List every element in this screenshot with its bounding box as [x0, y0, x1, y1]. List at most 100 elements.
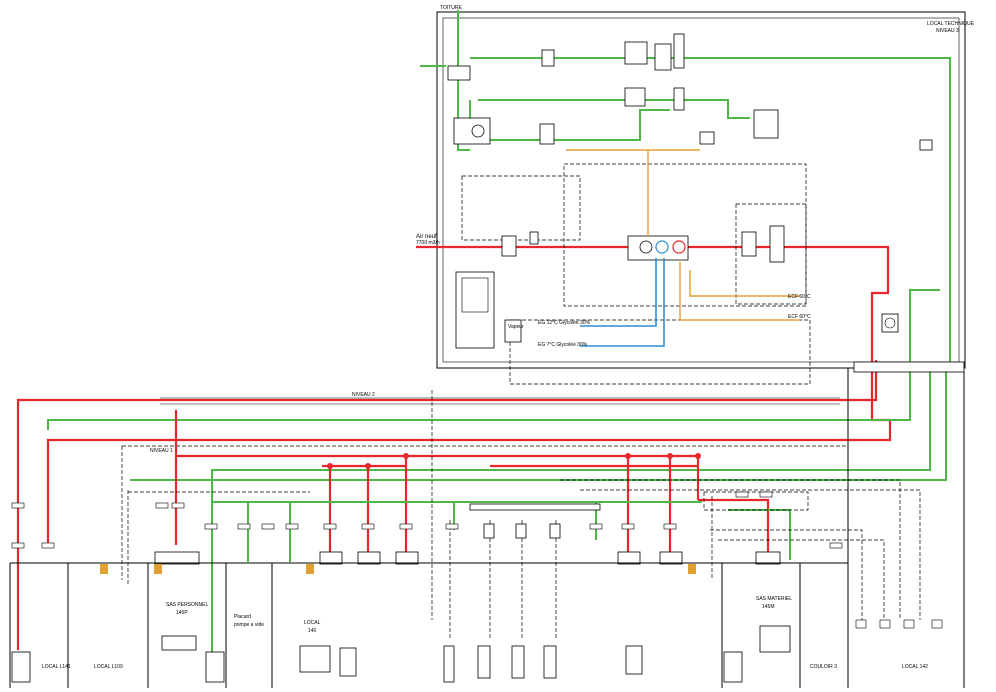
eg-glycol-label-1: EG 12°C Glycolée 30%	[538, 320, 591, 326]
terminal-fan-unit	[881, 313, 899, 333]
control-wire-3	[560, 479, 901, 620]
supply-junction-6	[695, 453, 701, 459]
control-panel-sas-materiel	[759, 625, 791, 653]
supply-drop-sas-materiel	[698, 498, 770, 555]
register-tag-1	[237, 523, 251, 530]
exhaust-fan-box	[447, 65, 471, 81]
hot-water-return-line	[679, 262, 800, 321]
fume-hood-2	[477, 645, 491, 679]
register-tag-8	[589, 523, 603, 530]
control-zone-main	[563, 163, 807, 307]
fan-unit-mid	[624, 87, 646, 107]
register-tag-10	[663, 523, 677, 530]
placard-label: Placard	[234, 614, 251, 620]
control-zone-sas-materiel	[703, 491, 809, 511]
niveau3-label: NIVEAU 3	[936, 28, 959, 34]
diffuser-sas-materiel	[755, 551, 781, 565]
ceiling-unit-l109	[100, 564, 108, 574]
supply-branch-main	[174, 410, 698, 458]
supply-junction-5	[667, 453, 673, 459]
sas-materiel-label: SAS MATERIEL	[756, 596, 792, 602]
silencer-box-top	[654, 43, 672, 71]
diffuser-2	[357, 551, 381, 565]
register-tag-11	[735, 491, 749, 498]
terminal-unit-placard	[205, 651, 225, 683]
filter-unit-2	[515, 523, 527, 539]
control-zone-left	[461, 175, 581, 241]
fume-hood-3	[511, 645, 525, 679]
sensor-tag-1	[855, 619, 867, 629]
terminal-unit-sas-materiel	[723, 651, 743, 683]
local-140-num: 140	[308, 628, 317, 634]
local-l141-label: LOCAL L141	[42, 664, 71, 670]
register-tag-l141-1	[11, 502, 25, 509]
return-air-duct-secondary	[47, 289, 940, 430]
extract-fan-icon	[471, 124, 485, 138]
diffuser-1	[319, 551, 343, 565]
niveau2-label: NIVEAU 2	[352, 392, 375, 398]
register-tag-13	[829, 542, 843, 549]
toiture-label: TOITURE	[440, 5, 463, 11]
local-technique-room	[436, 11, 966, 369]
pompe-vide-label: pompe a vide	[234, 622, 264, 628]
register-tag-sas-3	[204, 523, 218, 530]
local-technique-inner-wall	[442, 17, 960, 363]
supply-junction-3	[403, 453, 409, 459]
diffuser-5	[659, 551, 683, 565]
supply-junction-4	[625, 453, 631, 459]
register-tag-3	[285, 523, 299, 530]
sensor-tag-4	[931, 619, 943, 629]
couloir-label: COULOIR 3	[810, 664, 837, 670]
ceiling-unit-right	[688, 564, 696, 574]
eg-glycol-label-2: EG 7°C Glycolée 30%	[538, 342, 588, 348]
ceiling-unit-sas	[154, 564, 162, 574]
control-wire-4	[580, 489, 921, 620]
fan-unit-top	[624, 41, 648, 65]
supply-junction-1	[327, 463, 333, 469]
register-tag-7	[445, 523, 459, 530]
damper-box-1	[541, 49, 555, 67]
chilled-water-return	[580, 258, 665, 347]
register-tag-2	[261, 523, 275, 530]
ecs-label-2: ECF 60°C	[788, 314, 811, 320]
valve-header	[853, 361, 965, 373]
heating-coil-icon	[672, 240, 686, 254]
control-panel-local-140	[299, 645, 331, 673]
sensor-tag-3	[903, 619, 915, 629]
return-air-duct-mid	[478, 99, 750, 119]
register-tag-5	[361, 523, 375, 530]
ceiling-unit-local-140	[306, 564, 314, 574]
filter-unit-1	[483, 523, 495, 539]
diffuser-sas-personnel	[154, 551, 200, 565]
diffuser-3	[395, 551, 419, 565]
steam-control-box	[504, 319, 522, 343]
fume-hood-4	[543, 645, 557, 679]
air-neuf-flow-label: 7700 m3/h	[416, 240, 440, 246]
register-tag-l141-3	[41, 542, 55, 549]
sensor-rack-2	[673, 87, 685, 111]
sensor-tag-2	[879, 619, 891, 629]
steam-label: Vapeur	[508, 324, 524, 330]
local-142-label: LOCAL 142	[902, 664, 928, 670]
supply-air-duct-l141	[16, 360, 878, 650]
sas-personnel-label: SAS PERSONNEL	[166, 602, 208, 608]
steam-humidifier	[455, 271, 495, 349]
equipment-local-140	[339, 647, 357, 677]
local-l109-label: LOCAL L109	[94, 664, 123, 670]
niveau1-label: NIVEAU 1	[150, 448, 173, 454]
return-air-duct-lower	[130, 372, 947, 481]
diffuser-4	[617, 551, 641, 565]
filter-unit-3	[549, 523, 561, 539]
control-zone-lower	[509, 319, 811, 385]
terminal-unit-l141	[11, 651, 31, 683]
return-air-roof-duct	[457, 10, 470, 151]
register-tag-sas-2	[171, 502, 185, 509]
register-tag-sas-1	[155, 502, 169, 509]
local-technique-label: LOCAL TECHNIQUE	[927, 21, 975, 27]
control-panel-sas-personnel	[161, 635, 197, 651]
heat-exchanger-unit	[753, 109, 779, 139]
sensor-rack-1	[673, 33, 685, 69]
air-neuf-label: Air neuf	[416, 234, 437, 240]
control-wire-6	[718, 539, 885, 620]
